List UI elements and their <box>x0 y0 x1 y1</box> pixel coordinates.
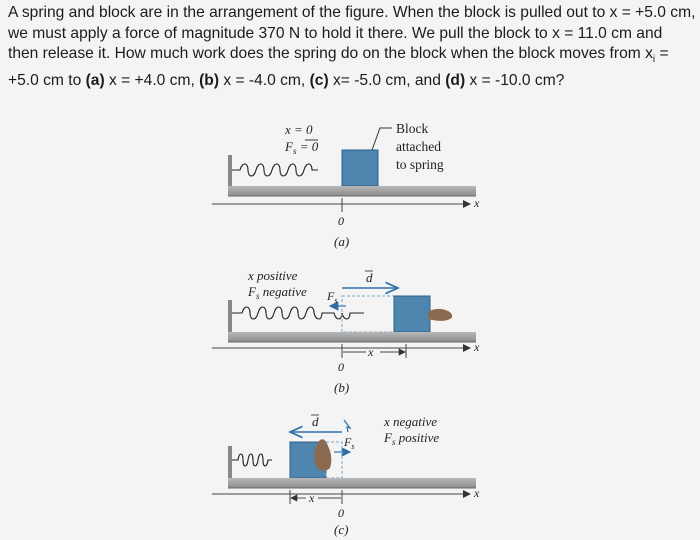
svg-text:Fs: Fs <box>343 435 354 451</box>
block-label-3: to spring <box>396 157 444 172</box>
panel-a: x = 0 Fs = 0 Block attached to spring x … <box>212 121 480 249</box>
svg-text:d: d <box>312 414 319 429</box>
floor <box>228 186 476 196</box>
svg-text:0: 0 <box>338 506 344 520</box>
svg-text:d: d <box>366 270 373 285</box>
hand <box>313 439 332 471</box>
fs-positive-label: Fs positive <box>383 430 439 447</box>
hand <box>428 308 453 321</box>
panel-c: x negative Fs positive d Fs x x 0 (c) <box>212 414 480 537</box>
fs-equals-zero-label: Fs = 0 <box>284 139 319 156</box>
svg-text:0: 0 <box>338 360 344 374</box>
svg-text:x: x <box>473 486 480 500</box>
svg-text:x: x <box>473 196 480 210</box>
part-a-label: (a) <box>85 71 105 89</box>
svg-text:x: x <box>308 491 315 505</box>
fs-negative-label: Fs negative <box>247 284 307 301</box>
block-label-2: attached <box>396 139 441 154</box>
x-equals-zero-label: x = 0 <box>284 122 313 137</box>
spring-coil-compressed <box>232 453 272 467</box>
part-b-label: (b) <box>199 71 220 89</box>
svg-text:0: 0 <box>338 214 344 228</box>
block <box>393 295 431 333</box>
svg-text:x: x <box>367 345 374 359</box>
block-label-1: Block <box>396 121 428 136</box>
spring-coil <box>232 163 318 177</box>
panel-a-caption: (a) <box>334 234 349 249</box>
wall <box>228 155 232 188</box>
question-text: A spring and block are in the arrangemen… <box>8 4 696 89</box>
spring-coil-stretched <box>232 306 364 320</box>
part-c-label: (c) <box>309 71 329 89</box>
panel-b: x positive Fs negative d Fs x x 0 (b) <box>212 268 480 395</box>
x-positive-label: x positive <box>247 268 298 283</box>
svg-text:Fs: Fs <box>326 289 337 305</box>
panel-c-caption: (c) <box>334 522 348 537</box>
svg-text:x: x <box>473 340 480 354</box>
block <box>341 149 379 187</box>
part-d-label: (d) <box>445 71 466 89</box>
x-negative-label: x negative <box>383 414 437 429</box>
panel-b-caption: (b) <box>334 380 349 395</box>
